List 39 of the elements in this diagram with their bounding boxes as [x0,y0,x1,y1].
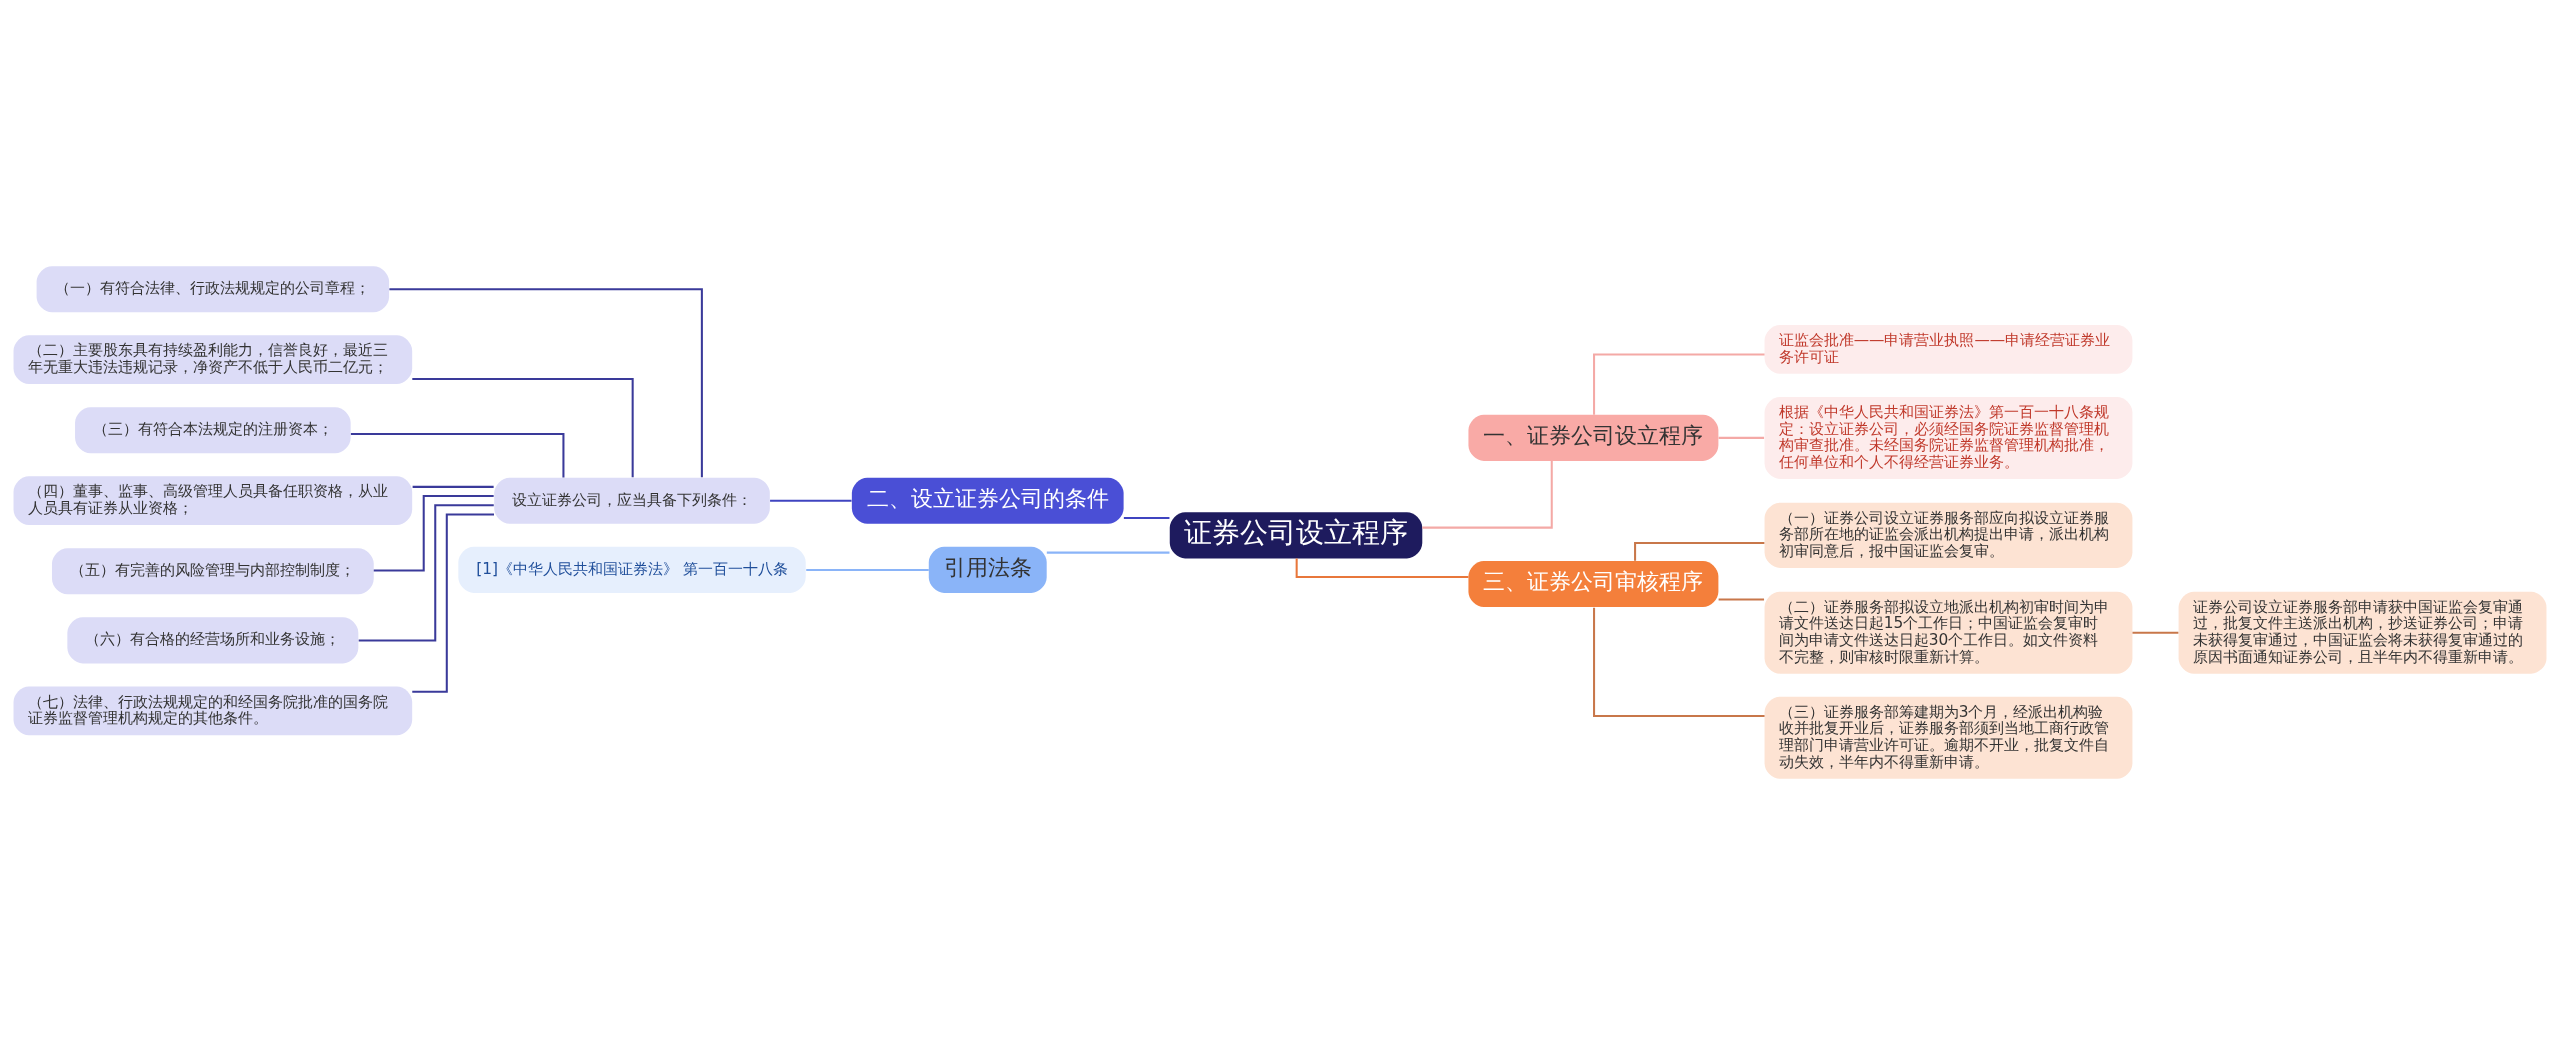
connector [350,433,565,478]
node-box: 引用法条 [928,546,1047,593]
connector [412,377,634,478]
node-box: （六）有合格的经营场所和业务设施； [67,617,359,664]
node-box: 二、设立证券公司的条件 [851,477,1124,524]
node-box: （二）主要股东具有持续盈利能力，信誉良好，最近三年无重大违法违规记录，净资产不低于人民币二亿元； [13,335,413,385]
connector [1295,558,1469,578]
node-box: 三、证券公司审核程序 [1468,560,1719,608]
node-box: （七）法律、行政法规规定的和经国务院批准的国务院证券监督管理机构规定的其他条件。 [13,686,413,736]
node-box: 一、证券公司设立程序 [1468,414,1719,461]
node-box: （四）董事、监事、高级管理人员具备任职资格，从业人员具有证券从业资格； [13,476,413,526]
node-box: 根据《中华人民共和国证券法》第一百一十八条规定：设立证券公司，必须经国务院证券监督管理机构审查批准。未经国务院证券监督管理机构批准，任何单位和个人不得经营证券业务。 [1764,396,2133,479]
connector [1046,551,1170,554]
connector [2132,631,2179,634]
connector [412,513,494,693]
node-box: [1]《中华人民共和国证券法》 第一百一十八条 [458,546,806,593]
node-box: （一）有符合法律、行政法规规定的公司章程； [36,266,390,313]
node-box: （二）证券服务部拟设立地派出机构初审时间为申请文件送达日起15个工作日；中国证监会复审时间为申请文件送达日起30个工作日。如文件资料不完整，则审核时限重新计算。 [1764,591,2133,674]
connector [1718,436,1765,439]
connector [358,504,494,642]
connector [1718,598,1765,601]
node-box: 证券公司设立程序 [1169,512,1423,559]
connector [373,495,494,572]
node-box: 设立证券公司，应当具备下列条件： [494,477,770,524]
node-box: （五）有完善的风险管理与内部控制制度； [52,548,374,595]
connector [1593,353,1765,415]
connector [389,288,703,478]
node-box: 证券公司设立证券服务部申请获中国证监会复审通过，批复文件主送派出机构，抄送证券公司；申请未获得复审通过，中国证监会将未获得复审通过的原因书面通知证券公司，且半年内不得重新申请。 [2178,591,2547,674]
node-box: 证监会批准——申请营业执照——申请经营证券业务许可证 [1764,325,2133,374]
connector [1123,517,1170,520]
node-box: （一）证券公司设立证券服务部应向拟设立证券服务部所在地的证监会派出机构提出申请，派出机构初审同意后，报中国证监会复审。 [1764,502,2133,568]
connector [1593,607,1765,718]
node-box: （三）证券服务部筹建期为3个月，经派出机构验收并批复开业后，证券服务部须到当地工商行政管理部门申请营业许可证。逾期不开业，批复文件自动失效，半年内不得重新申请。 [1764,696,2133,779]
node-box: （三）有符合本法规定的注册资本； [75,407,351,454]
connector [1634,542,1765,561]
connector [1422,461,1553,529]
connector [806,568,929,571]
connector [412,485,494,488]
connector [770,499,852,502]
